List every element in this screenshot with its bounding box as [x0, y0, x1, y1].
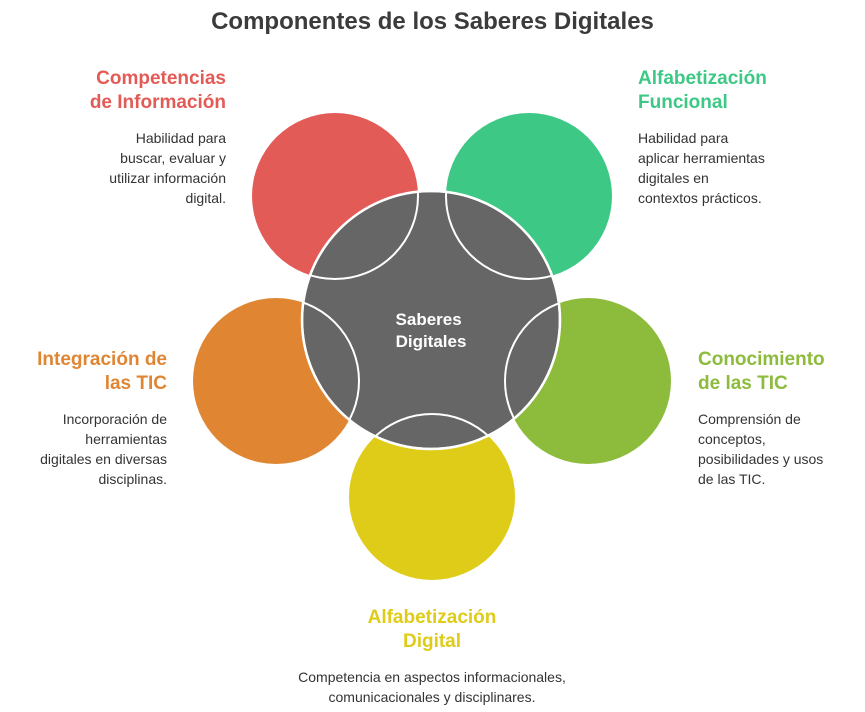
center-label: Saberes Digitales	[396, 310, 467, 351]
description-digital: Competencia en aspectos informacionales,…	[298, 669, 566, 705]
heading-integracion: Integración de las TIC	[37, 349, 167, 394]
diagram-title: Componentes de los Saberes Digitales	[211, 8, 654, 35]
block-funcional: Alfabetización Funcional Habilidad para …	[638, 67, 858, 208]
heading-conocimiento: Conocimiento de las TIC	[698, 349, 825, 394]
block-competencias: Competencias de Información Habilidad pa…	[6, 67, 226, 208]
block-conocimiento: Conocimiento de las TIC Comprensión de c…	[698, 348, 863, 489]
description-conocimiento: Comprensión de conceptos, posibilidades …	[698, 411, 824, 487]
block-digital: Alfabetización Digital Competencia en as…	[232, 606, 632, 707]
heading-funcional: Alfabetización Funcional	[638, 68, 767, 113]
description-competencias: Habilidad para buscar, evaluar y utiliza…	[109, 130, 226, 206]
description-funcional: Habilidad para aplicar herramientas digi…	[638, 130, 765, 206]
description-integracion: Incorporación de herramientas digitales …	[40, 411, 167, 487]
heading-competencias: Competencias de Información	[89, 68, 226, 113]
heading-digital: Alfabetización Digital	[367, 607, 497, 652]
block-integracion: Integración de las TIC Incorporación de …	[2, 348, 167, 489]
